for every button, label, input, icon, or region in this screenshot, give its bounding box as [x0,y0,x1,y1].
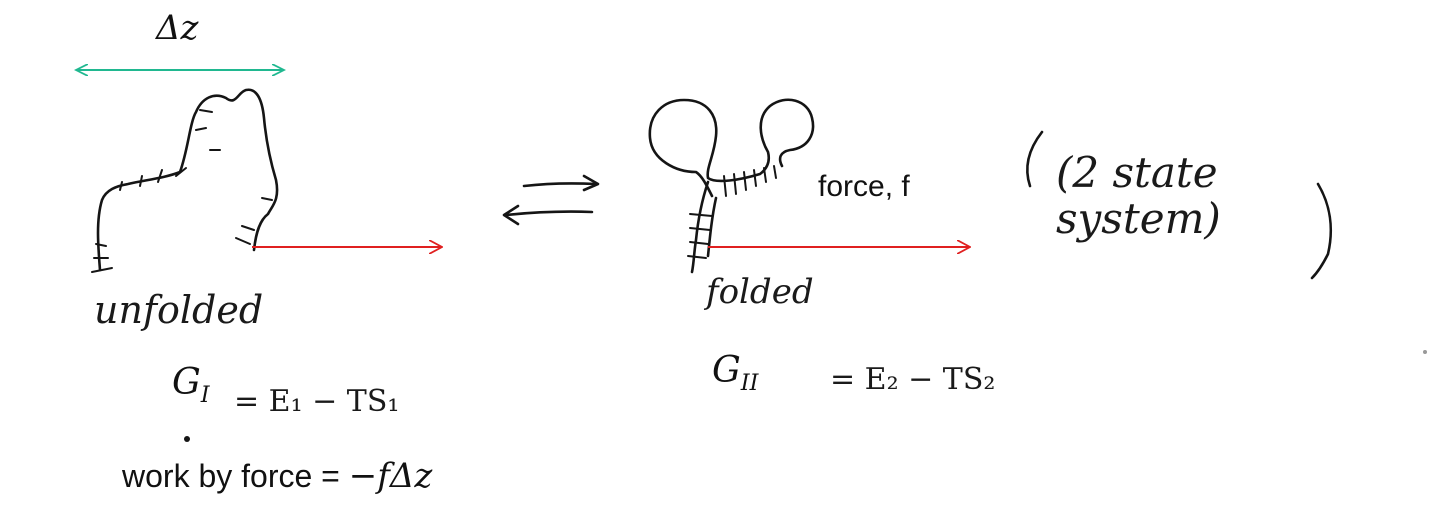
g1-subscript: I [200,381,210,408]
g1-rhs-text: = E₁ − TS₁ [234,384,400,419]
edge-dot [1423,350,1427,354]
g1-symbol: G [172,362,201,403]
dot-mark [184,436,190,442]
unfolded-chain [91,88,279,273]
unfolded-label: unfolded [94,288,263,332]
force-label: force, f [818,170,910,204]
g2-symbol: G [712,350,741,391]
g2-subscript: II [740,369,759,396]
folded-text: folded [706,272,814,312]
folded-structure [648,98,815,274]
work-expression: −fΔz [348,456,433,496]
delta-z-label: Δz [156,8,198,48]
two-state-label: (2 state system) [1056,150,1326,242]
g1-equation: GI [172,362,210,408]
g2-rhs: = E₂ − TS₂ [830,362,995,397]
g2-rhs-text: = E₂ − TS₂ [830,362,996,397]
unfolded-text: unfolded [94,288,264,332]
force-text: force, f [818,170,910,203]
left-paren [1026,130,1044,188]
delta-z-text: Δz [156,8,199,48]
g1-rhs: = E₁ − TS₁ [234,384,399,419]
work-line: work by force = −fΔz [122,456,432,496]
work-text: work by force = [122,458,349,494]
folded-label: folded [706,272,814,312]
right-paren [1310,182,1333,280]
g2-equation: GII [712,350,758,396]
equilibrium-arrows [502,174,600,226]
two-state-text: (2 state system) [1056,148,1221,243]
